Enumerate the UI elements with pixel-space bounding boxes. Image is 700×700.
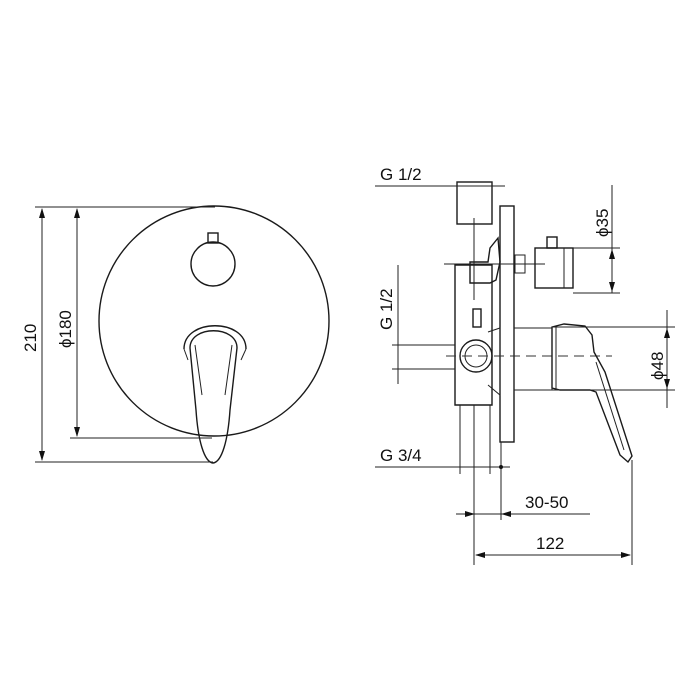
label-g12-side: G 1/2 — [377, 288, 396, 330]
side-inlet-port — [459, 339, 493, 373]
label-210: 210 — [21, 324, 40, 352]
label-30-50: 30-50 — [525, 493, 568, 512]
diverter-knob-side — [534, 247, 574, 289]
valve-body — [454, 264, 493, 406]
lever-handle — [189, 330, 238, 464]
label-g34: G 3/4 — [380, 446, 422, 465]
label-phi35: ϕ35 — [593, 209, 612, 237]
wall-plate — [499, 205, 515, 443]
cover-plate — [98, 205, 330, 437]
lever-side — [551, 323, 633, 464]
label-phi180: ϕ180 — [56, 310, 75, 348]
front-view: 210 ϕ180 — [21, 205, 330, 464]
label-phi48: ϕ48 — [648, 352, 667, 380]
lever-escutcheon — [183, 325, 247, 350]
side-view: G 1/2 G 1/2 ϕ35 ϕ48 G 3/4 30-50 122 — [375, 165, 675, 565]
diverter-knob — [190, 241, 236, 287]
label-g12-top: G 1/2 — [380, 165, 422, 184]
top-inlet — [456, 181, 493, 225]
diverter-pin — [207, 232, 219, 244]
label-122: 122 — [536, 534, 564, 553]
